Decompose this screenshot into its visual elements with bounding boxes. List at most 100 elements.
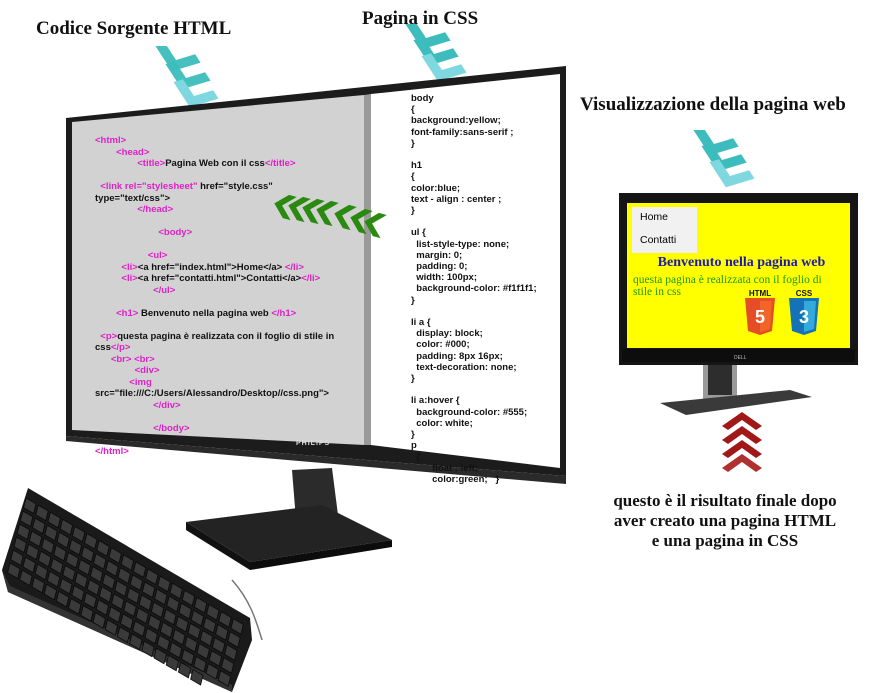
keyboard	[2, 488, 263, 692]
keyboard-key	[83, 591, 97, 609]
keyboard-key	[217, 670, 232, 687]
keyboard-key	[220, 657, 235, 674]
css-code-line: font-family:sans-serif ;	[411, 126, 514, 138]
keyboard-key	[28, 530, 43, 548]
css-code-line: li a:hover {	[411, 395, 460, 407]
html-tag-text: </p>	[110, 342, 131, 353]
keyboard-key	[181, 589, 196, 607]
html-tag-text: <li>	[95, 273, 138, 284]
css-code-line: h1	[411, 160, 423, 172]
html-content-text: href="style.css"	[197, 181, 273, 192]
html-code-line: <link rel="stylesheet" href="style.css"	[95, 181, 334, 193]
html-code-line: <li><a href="index.html">Home</a> </li>	[95, 262, 334, 274]
html-tag-text: </ul>	[95, 284, 176, 296]
keyboard-key	[141, 581, 156, 599]
preview-paragraph: questa pagina è realizzata con il foglio…	[633, 274, 822, 298]
html-tag-text: <li>	[95, 261, 138, 273]
html-code-line: </div>	[95, 400, 334, 412]
keyboard-key	[77, 558, 92, 576]
keyboard-key	[205, 662, 219, 680]
html-tag-text: <title>	[95, 158, 166, 169]
keyboard-key	[114, 580, 128, 597]
keyboard-key	[215, 623, 229, 641]
keyboard-key	[43, 583, 58, 601]
html-code-line: css</p>	[95, 342, 334, 354]
keyboard-key	[150, 601, 165, 619]
html-tag-text: <p>	[95, 330, 118, 342]
keyboard-key	[132, 620, 146, 638]
html-tag-text: </body>	[95, 422, 190, 434]
keyboard-key	[230, 618, 244, 635]
css-page-title: Pagina in CSS	[362, 8, 479, 29]
html-content-text: <a href="index.html">Home</a>	[137, 261, 283, 273]
keyboard-key	[68, 597, 82, 615]
keyboard-key	[175, 615, 189, 633]
css-code-line	[411, 306, 537, 317]
keyboard-key	[34, 563, 49, 581]
html-tag-text: </title>	[264, 158, 296, 169]
css-code-line: width: 100px;	[411, 272, 477, 284]
css-code-line: color:blue;	[411, 182, 461, 194]
keyboard-key	[19, 510, 34, 528]
html-code-line	[95, 296, 334, 308]
css-source-code: body{background:yellow;font-family:sans-…	[411, 93, 537, 485]
html-source-code: <html> <head> <title>Pagina Web con il c…	[95, 135, 334, 457]
keyboard-key	[208, 649, 223, 667]
keyboard-key	[93, 552, 107, 570]
css-code-line: text - align : center ;	[411, 193, 502, 205]
html5-shield-icon	[745, 298, 775, 335]
keyboard-key	[65, 551, 79, 569]
css-code-line	[411, 384, 537, 395]
preview-menu-contatti[interactable]: Contatti	[640, 234, 677, 246]
monitor-brand: PHILIPS	[296, 440, 331, 447]
html-tag-text: <div>	[95, 365, 160, 376]
css-code-line: float : left;	[411, 462, 479, 474]
keyboard-key	[74, 571, 88, 589]
keyboard-key	[98, 586, 113, 603]
keyboard-key	[19, 569, 33, 587]
html-code-line: <img	[95, 377, 334, 389]
html-code-line: <h1> Benvenuto nella pagina web </h1>	[95, 308, 334, 320]
keyboard-key	[187, 622, 201, 640]
css3-logo: CSS 3	[787, 289, 821, 341]
html-code-line: <div>	[95, 365, 334, 377]
keyboard-key	[31, 576, 45, 594]
keyboard-key	[47, 511, 61, 529]
keyboard-key	[84, 532, 98, 550]
css-code-line: padding: 8px 16px;	[411, 350, 503, 362]
css-code-line: ul {	[411, 227, 426, 239]
keyboard-key	[107, 606, 122, 623]
css-code-line: }	[411, 373, 415, 385]
keyboard-key	[157, 575, 171, 593]
keyboard-key	[53, 544, 67, 562]
preview-menu-home[interactable]: Home	[640, 211, 669, 223]
keyboard-key	[96, 539, 110, 557]
html-content-text: Benvenuto nella pagina web	[138, 307, 272, 319]
keyboard-key	[13, 536, 27, 554]
html-tag-text: <img	[95, 376, 152, 388]
html-code-line: <body>	[95, 227, 334, 239]
keyboard-key	[153, 647, 167, 665]
keyboard-key	[145, 568, 159, 586]
keyboard-key	[224, 644, 238, 661]
keyboard-key	[95, 599, 110, 616]
keyboard-key	[168, 641, 183, 659]
css-code-line: }	[411, 205, 415, 217]
result-line-3: e una pagina in CSS	[651, 531, 799, 550]
css-code-line: color: #000;	[411, 339, 470, 351]
keyboard-key	[59, 577, 73, 595]
keyboard-key	[37, 550, 52, 568]
keyboard-key	[116, 626, 131, 644]
css-code-line: background:yellow;	[411, 115, 501, 127]
html-tag-text: </li>	[282, 261, 304, 273]
keyboard-key	[202, 616, 217, 634]
keyboard-key	[86, 578, 101, 596]
html-code-line: <li><a href="contatti.html">Contatti</a>…	[95, 273, 334, 285]
down-chevrons-icon	[405, 24, 467, 82]
keyboard-key	[190, 609, 205, 627]
keyboard-key	[156, 634, 171, 652]
html-content-text: css	[95, 342, 111, 353]
html-tag-text: <head>	[95, 146, 150, 158]
html-tag-text: </h1>	[271, 307, 297, 319]
css-code-line	[411, 149, 537, 160]
